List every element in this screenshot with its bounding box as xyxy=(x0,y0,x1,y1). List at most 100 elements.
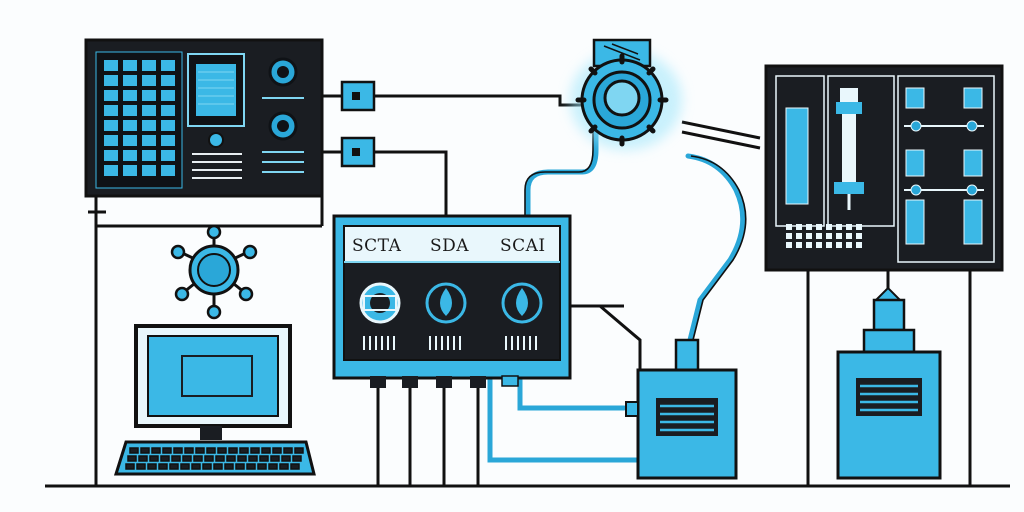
panel-button xyxy=(142,60,156,71)
keyboard-key xyxy=(268,463,278,470)
panel-button xyxy=(161,165,175,176)
panel-button xyxy=(104,75,118,86)
keyboard-key xyxy=(279,463,289,470)
keyboard-key xyxy=(283,447,293,454)
keyboard-key xyxy=(138,455,148,462)
keyboard-key xyxy=(151,447,161,454)
panel-button xyxy=(161,150,175,161)
keyboard-key xyxy=(129,447,139,454)
panel-button xyxy=(104,120,118,131)
connector-box xyxy=(340,136,376,168)
keyboard-key xyxy=(147,463,157,470)
keypad-key xyxy=(786,242,792,248)
keyboard-key xyxy=(228,447,238,454)
keypad-key xyxy=(826,233,832,239)
motor-icon xyxy=(570,38,682,150)
panel-button xyxy=(104,105,118,116)
keyboard-key xyxy=(259,455,269,462)
panel-button xyxy=(142,90,156,101)
panel-button xyxy=(123,150,137,161)
keyboard-key xyxy=(226,455,236,462)
keyboard-key xyxy=(182,455,192,462)
panel-button xyxy=(161,120,175,131)
keyboard-key xyxy=(290,463,300,470)
panel-label-2: SDA xyxy=(430,236,469,256)
keyboard-key xyxy=(215,455,225,462)
keyboard-key xyxy=(140,447,150,454)
keyboard-key xyxy=(239,447,249,454)
panel-button xyxy=(161,60,175,71)
keyboard-key xyxy=(173,447,183,454)
keyboard-key xyxy=(193,455,203,462)
left-control-panel xyxy=(84,38,324,198)
keypad-key xyxy=(846,233,852,239)
right-control-panel xyxy=(764,64,1004,272)
gauge-dial-1 xyxy=(359,282,401,324)
panel-button xyxy=(123,120,137,131)
keyboard-key xyxy=(136,463,146,470)
panel-button xyxy=(142,75,156,86)
keyboard-key xyxy=(191,463,201,470)
keyboard-key xyxy=(235,463,245,470)
level-tube xyxy=(785,107,809,205)
keyboard-icon xyxy=(113,440,316,476)
keyboard-key xyxy=(281,455,291,462)
keyboard-key xyxy=(125,463,135,470)
keyboard-key xyxy=(202,463,212,470)
keypad-key xyxy=(836,233,842,239)
connector-box xyxy=(340,80,376,112)
transformer-icon xyxy=(836,286,942,480)
keyboard-key xyxy=(246,463,256,470)
panel-button xyxy=(142,120,156,131)
gear-hub-icon xyxy=(170,224,258,320)
keyboard-key xyxy=(217,447,227,454)
keyboard-key xyxy=(250,447,260,454)
panel-button xyxy=(123,60,137,71)
panel-button xyxy=(142,105,156,116)
panel-vents xyxy=(192,153,242,179)
keyboard-key xyxy=(204,455,214,462)
keypad-key xyxy=(836,242,842,248)
keypad-key xyxy=(826,224,832,230)
keypad-key xyxy=(786,233,792,239)
panel-label-1: SCTA xyxy=(352,236,402,256)
keyboard-key xyxy=(160,455,170,462)
panel-button xyxy=(104,90,118,101)
panel-button xyxy=(123,90,137,101)
keypad-key xyxy=(856,242,862,248)
keyboard-key xyxy=(272,447,282,454)
computer xyxy=(113,324,316,476)
panel-button xyxy=(123,75,137,86)
main-scada-panel: SCTA SDA SCAI xyxy=(332,214,572,388)
panel-button xyxy=(104,60,118,71)
keyboard-key xyxy=(206,447,216,454)
pump-icon xyxy=(625,338,738,480)
keyboard-key xyxy=(169,463,179,470)
keyboard-key xyxy=(180,463,190,470)
panel-button xyxy=(123,105,137,116)
keypad-key xyxy=(856,224,862,230)
panel-button xyxy=(104,150,118,161)
keyboard-key xyxy=(213,463,223,470)
gauge-dial-2 xyxy=(425,282,467,324)
keyboard-key xyxy=(237,455,247,462)
keypad-key xyxy=(796,242,802,248)
indicator-lights xyxy=(905,87,983,245)
panel-button xyxy=(104,135,118,146)
panel-button xyxy=(161,105,175,116)
keypad-key xyxy=(806,224,812,230)
keypad-key xyxy=(846,242,852,248)
piston-icon xyxy=(834,88,864,210)
keypad-key xyxy=(796,224,802,230)
keypad-key xyxy=(806,242,812,248)
panel-button xyxy=(161,90,175,101)
panel-button xyxy=(161,75,175,86)
keyboard-key xyxy=(261,447,271,454)
keypad-key xyxy=(786,224,792,230)
gauge-dial-3 xyxy=(501,282,543,324)
keyboard-key xyxy=(162,447,172,454)
keyboard-key xyxy=(248,455,258,462)
panel-button xyxy=(104,165,118,176)
